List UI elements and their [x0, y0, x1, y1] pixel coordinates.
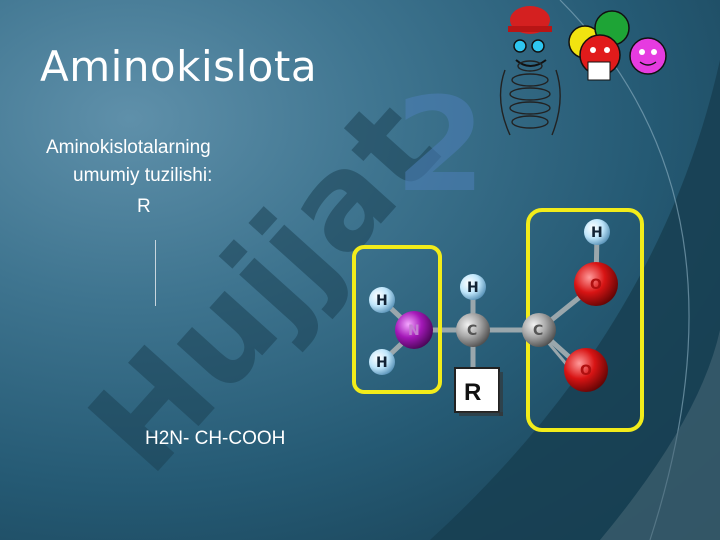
atom-label-h: H — [376, 293, 388, 309]
oxygen-atom — [574, 262, 618, 306]
atom-label-o: O — [580, 363, 592, 379]
subtitle: Aminokislotalarning umumiy tuzilishi: — [46, 134, 261, 190]
oxygen-atom — [564, 348, 608, 392]
corner-sweep — [430, 60, 720, 540]
carbon-atom — [522, 313, 556, 347]
atom-label-c: C — [533, 323, 543, 339]
hydrogen-atom — [369, 287, 395, 313]
amino-acid-molecule: R H H N H C C O O H — [352, 208, 644, 432]
page-title: Aminokislota — [40, 42, 318, 91]
subtitle-line-2: umumiy tuzilishi: — [73, 165, 213, 186]
bond-line — [155, 240, 156, 306]
subtitle-line-1: Aminokislotalarning — [46, 137, 211, 158]
corner-gray — [600, 330, 720, 540]
scientist-figure — [499, 6, 561, 136]
amino-group-highlight — [352, 245, 442, 394]
mascot-illustration — [499, 6, 667, 136]
atom-label-h: H — [376, 355, 388, 371]
nitrogen-atom — [395, 311, 433, 349]
hydrogen-atom — [369, 349, 395, 375]
atom-label-h: H — [591, 225, 603, 241]
carbon-atom — [456, 313, 490, 347]
bonds — [379, 229, 600, 375]
watermark-number: 2 — [395, 69, 485, 221]
hydrogen-atom — [584, 219, 610, 245]
atom-label-n: N — [408, 323, 420, 339]
general-formula: H2N- CH-COOH — [145, 428, 286, 449]
bubble-characters — [568, 10, 667, 81]
r-group-box-label: R — [464, 379, 481, 406]
r-group-label: R — [137, 196, 151, 217]
atom-label-h: H — [467, 280, 479, 296]
atom-label-c: C — [467, 323, 477, 339]
hydrogen-atom — [460, 274, 486, 300]
atom-label-o: O — [590, 277, 602, 293]
